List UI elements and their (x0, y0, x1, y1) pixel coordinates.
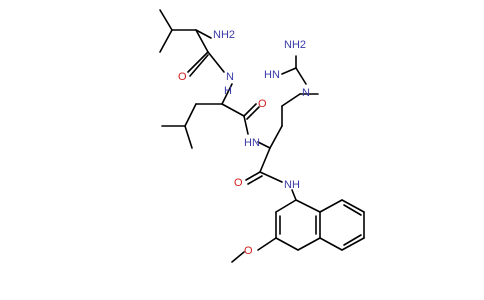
bond (221, 103, 245, 117)
bond (221, 83, 233, 105)
bond (159, 29, 173, 53)
methoxy-oxygen-label: O (244, 245, 253, 257)
atom-labels: NH2 O N H O H N NH2 HN N O N H O (178, 29, 310, 257)
bond (246, 106, 260, 120)
amide-n-label-3: N (284, 179, 292, 191)
amide-h-label-3: H (292, 179, 300, 191)
bond (184, 125, 193, 149)
bond (259, 147, 271, 173)
bond (187, 51, 209, 73)
oxygen-label-3: O (234, 177, 243, 189)
bond (319, 199, 343, 213)
guanidine-imine-label: HN (264, 69, 280, 81)
bond (341, 199, 365, 213)
amide-h-label-2: H (244, 137, 252, 149)
bond (243, 103, 257, 117)
guanidine-n-label: N (302, 87, 310, 99)
amide-h-label-1: H (224, 85, 232, 97)
oxygen-label-1: O (178, 71, 187, 83)
amide-n-label-1: N (226, 71, 234, 83)
bond (257, 141, 271, 149)
bond (319, 237, 343, 251)
bond (343, 234, 362, 246)
bond (184, 103, 197, 127)
bond (247, 175, 263, 185)
bond (189, 54, 209, 77)
bond (343, 204, 362, 216)
bond (269, 125, 283, 149)
bond (245, 171, 261, 181)
amide-n-label-2: N (252, 137, 260, 149)
bond (159, 9, 173, 31)
bond (207, 51, 225, 73)
bond (257, 237, 277, 251)
bond (281, 67, 297, 75)
oxygen-label-2: O (258, 98, 267, 110)
bond (231, 251, 245, 263)
bond (275, 199, 297, 213)
bond (259, 171, 283, 183)
bond (297, 237, 321, 251)
bond (295, 67, 307, 85)
bond (275, 237, 299, 251)
bond (281, 93, 301, 107)
bond (195, 29, 209, 53)
bonds (159, 9, 365, 263)
bond (291, 189, 297, 201)
amine-label-top: NH2 (213, 29, 235, 41)
bond (243, 115, 249, 135)
bond (341, 237, 365, 251)
bond (195, 29, 212, 39)
guanidine-amine-label: NH2 (284, 39, 306, 51)
bond (295, 199, 321, 213)
